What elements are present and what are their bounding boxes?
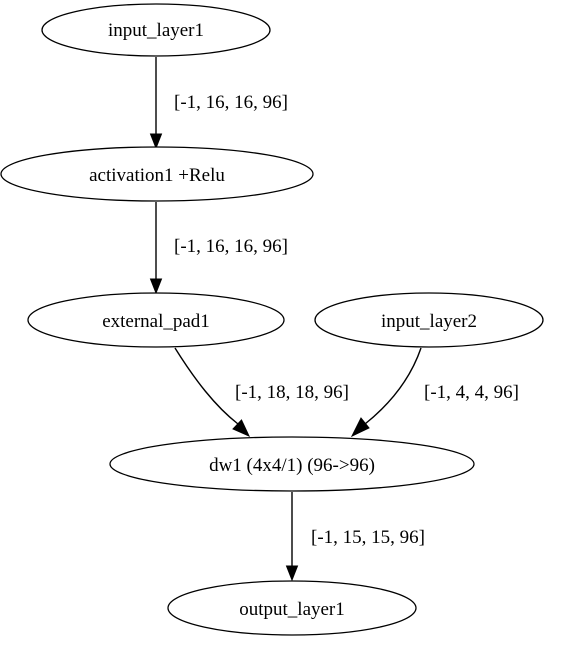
edge-input2-to-dw1: [-1, 4, 4, 96]	[350, 347, 519, 438]
node-output-layer1-shape	[167, 580, 417, 636]
edge-pad1-to-dw1: [-1, 18, 18, 96]	[174, 347, 349, 437]
node-input-layer1-shape	[41, 3, 271, 57]
edge-dw1-to-output1: [-1, 15, 15, 96]	[285, 492, 425, 582]
node-input-layer2-shape	[314, 292, 544, 348]
node-external-pad1-label: external_pad1	[102, 311, 210, 332]
node-dw1-label: dw1 (4x4/1) (96->96)	[209, 455, 375, 476]
node-activation1-label: activation1 +Relu	[89, 165, 225, 186]
node-external-pad1[interactable]: external_pad1	[27, 292, 285, 348]
edge-dw1-to-output1-arrowhead	[285, 565, 299, 582]
edge-input2-to-dw1-arrowhead	[350, 417, 370, 438]
node-dw1[interactable]: dw1 (4x4/1) (96->96)	[109, 436, 475, 492]
edge-pad1-to-dw1-line	[174, 347, 239, 425]
node-external-pad1-shape	[27, 292, 285, 348]
edge-activation1-to-pad1-label: [-1, 16, 16, 96]	[174, 236, 288, 257]
edge-input2-to-dw1-line	[364, 347, 422, 425]
edge-input2-to-dw1-label: [-1, 4, 4, 96]	[424, 382, 519, 403]
node-input-layer2-label: input_layer2	[381, 311, 477, 332]
node-input-layer2[interactable]: input_layer2	[314, 292, 544, 348]
edge-pad1-to-dw1-label: [-1, 18, 18, 96]	[235, 382, 349, 403]
node-activation1[interactable]: activation1 +Relu	[0, 146, 314, 202]
node-output-layer1-label: output_layer1	[239, 599, 345, 620]
edge-input1-to-activation1-arrowhead	[149, 133, 163, 150]
edge-dw1-to-output1-label: [-1, 15, 15, 96]	[311, 527, 425, 548]
node-input-layer1[interactable]: input_layer1	[41, 3, 271, 57]
edge-input1-to-activation1-label: [-1, 16, 16, 96]	[174, 92, 288, 113]
edge-activation1-to-pad1: [-1, 16, 16, 96]	[149, 202, 288, 295]
node-activation1-shape	[0, 146, 314, 202]
edge-activation1-to-pad1-arrowhead	[149, 278, 163, 295]
edge-input1-to-activation1: [-1, 16, 16, 96]	[149, 57, 288, 150]
node-dw1-shape	[109, 436, 475, 492]
node-input-layer1-label: input_layer1	[108, 20, 204, 41]
node-output-layer1[interactable]: output_layer1	[167, 580, 417, 636]
edge-pad1-to-dw1-arrowhead	[232, 419, 251, 437]
